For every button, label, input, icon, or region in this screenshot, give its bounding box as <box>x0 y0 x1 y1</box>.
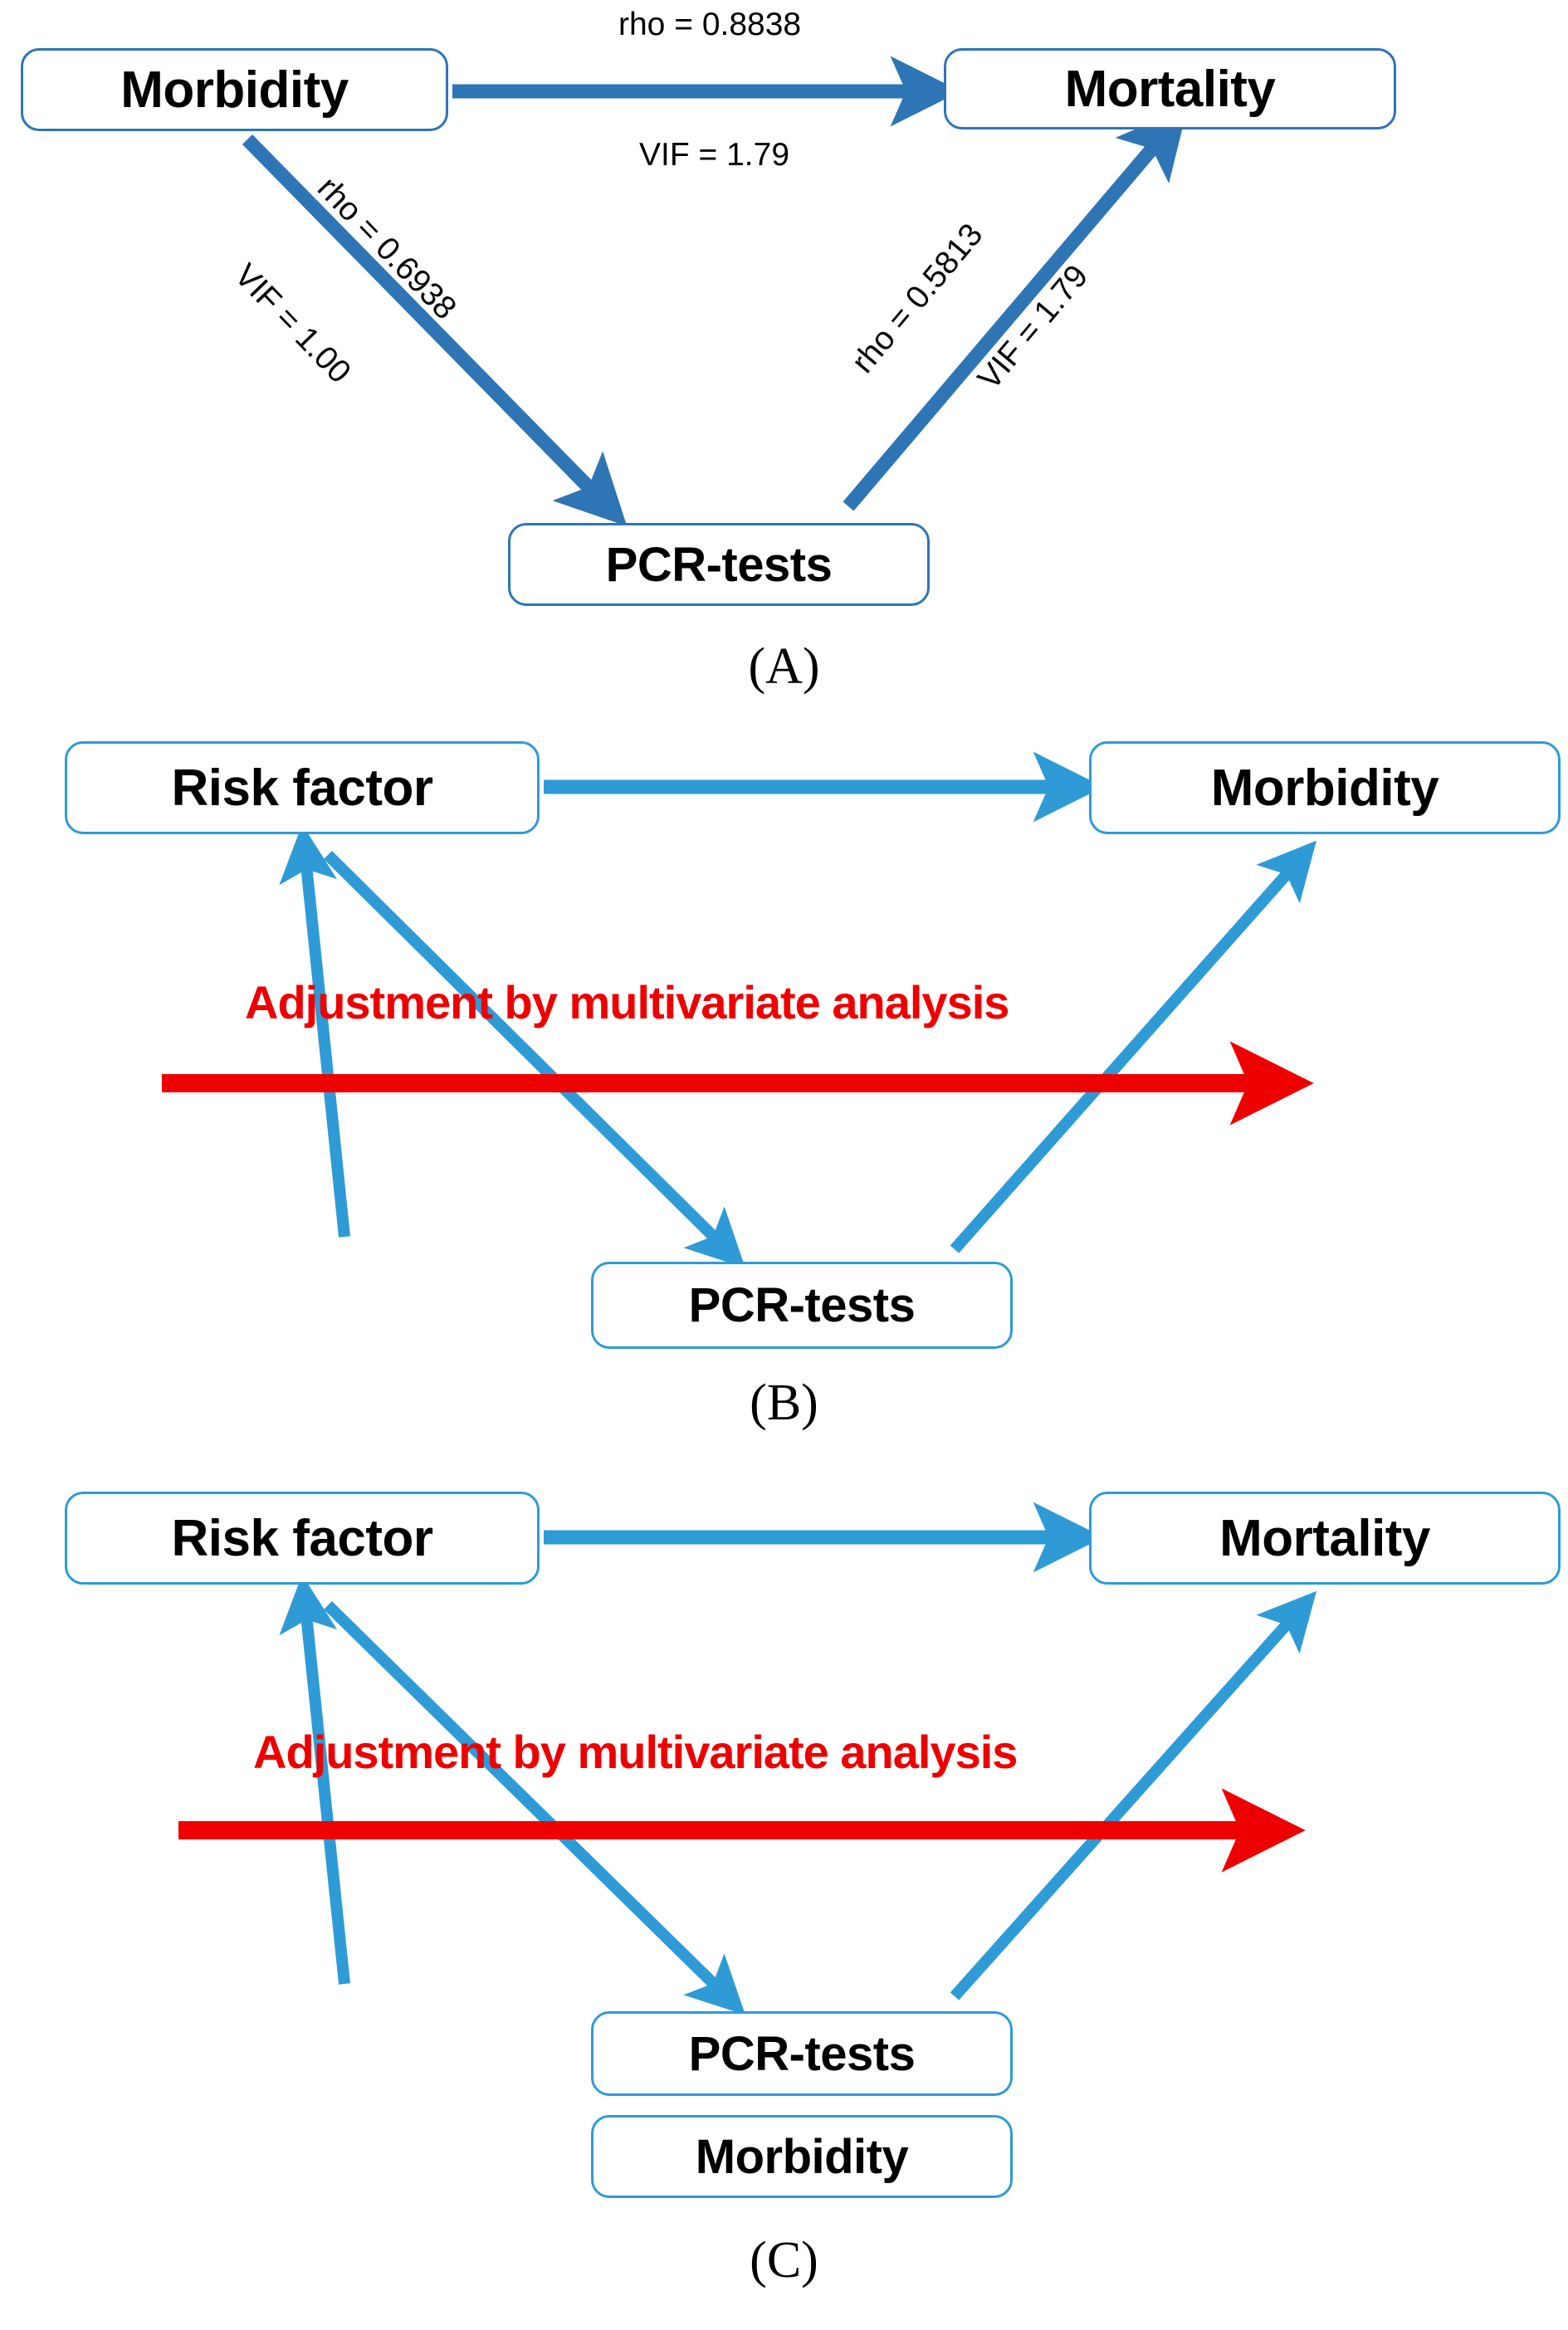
adjustment-text: Adjustment by multivariate analysis <box>245 976 1009 1028</box>
edge-label-text: rho = 0.8838 <box>618 7 802 42</box>
panel-label-a: (A) <box>0 637 1568 696</box>
node-mortality-a[interactable]: Mortality <box>944 48 1396 129</box>
node-pcr-tests-a[interactable]: PCR-tests <box>508 523 930 606</box>
adjustment-text: Adjustment by multivariate analysis <box>253 1726 1018 1778</box>
node-pcr-tests-b[interactable]: PCR-tests <box>591 1262 1013 1349</box>
panel-label-text: (B) <box>750 1375 818 1431</box>
node-label: Mortality <box>1219 1509 1430 1567</box>
node-label: Risk factor <box>171 759 433 817</box>
edge-label-rho-morbidity-mortality: rho = 0.8838 <box>618 7 801 43</box>
arrow-c-pcr-to-mortality <box>950 1590 1317 2000</box>
panel-label-b: (B) <box>0 1374 1568 1433</box>
arrow-b-pcr-to-morbidity <box>950 840 1316 1253</box>
node-label: PCR-tests <box>605 537 833 592</box>
node-label: PCR-tests <box>688 1278 916 1332</box>
edge-label-vif-pcr-mortality: VIF = 1.79 <box>971 258 1096 397</box>
adjustment-label-b: Adjustment by multivariate analysis <box>245 975 1009 1029</box>
edge-label-text: VIF = 1.79 <box>971 258 1096 397</box>
node-pcr-tests-c[interactable]: PCR-tests <box>591 2011 1013 2096</box>
node-label: Morbidity <box>1210 759 1439 817</box>
node-label: Mortality <box>1064 60 1276 118</box>
node-label: Risk factor <box>171 1509 433 1567</box>
node-morbidity-a[interactable]: Morbidity <box>21 48 448 131</box>
arrow-c-risk-down-to-pcr <box>324 1601 745 2015</box>
edge-label-rho-morbidity-pcr: rho = 0.6938 <box>310 170 463 327</box>
edge-label-text: VIF = 1.00 <box>227 257 358 391</box>
arrow-c-pcr-to-risk <box>279 1575 350 1985</box>
arrow-b-risk-down-to-pcr <box>324 851 745 1268</box>
edge-label-text: rho = 0.6938 <box>310 170 463 327</box>
edge-label-vif-morbidity-mortality: VIF = 1.79 <box>639 137 789 173</box>
edge-label-text: VIF = 1.79 <box>639 137 790 173</box>
node-morbidity-b[interactable]: Morbidity <box>1089 741 1561 834</box>
node-label: PCR-tests <box>688 2026 916 2081</box>
node-mortality-c[interactable]: Mortality <box>1089 1492 1561 1585</box>
node-label: Morbidity <box>120 61 349 119</box>
node-risk-factor-c[interactable]: Risk factor <box>65 1492 540 1585</box>
edge-label-vif-morbidity-pcr: VIF = 1.00 <box>227 257 358 391</box>
panel-label-text: (C) <box>750 2232 818 2288</box>
panel-label-c: (C) <box>0 2231 1568 2290</box>
node-morbidity-c[interactable]: Morbidity <box>591 2115 1013 2198</box>
edge-label-text: rho = 0.5813 <box>845 217 990 380</box>
arrow-b-pcr-to-risk <box>279 824 350 1238</box>
panel-label-text: (A) <box>748 638 820 695</box>
node-label: Morbidity <box>695 2129 909 2184</box>
adjustment-label-c: Adjustment by multivariate analysis <box>253 1725 1018 1779</box>
node-risk-factor-b[interactable]: Risk factor <box>65 741 540 834</box>
edge-label-rho-pcr-mortality: rho = 0.5813 <box>845 217 990 380</box>
